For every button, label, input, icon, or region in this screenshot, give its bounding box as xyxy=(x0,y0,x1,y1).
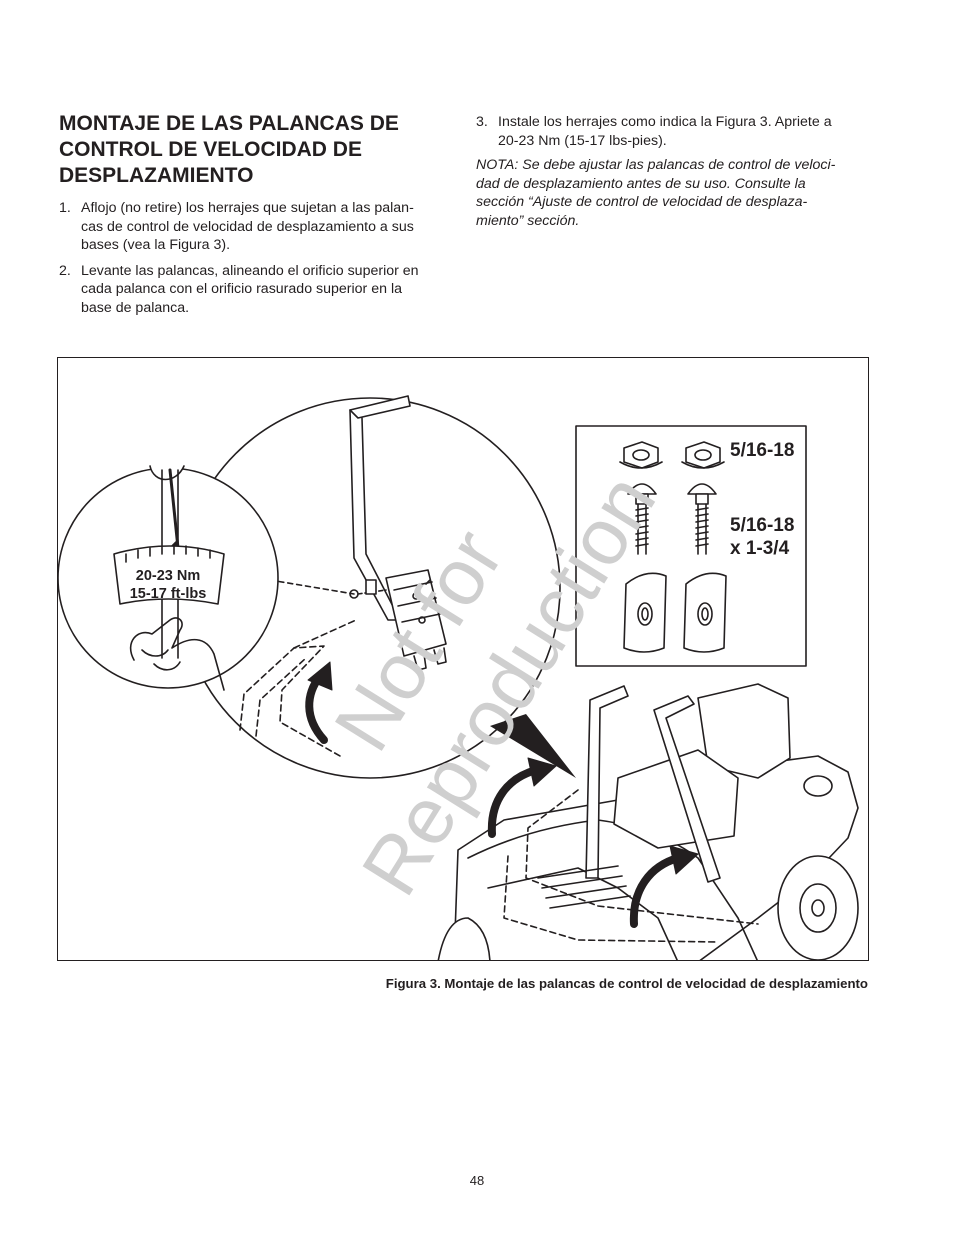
step-text-line: cas de control de velocidad de desplazam… xyxy=(81,218,414,235)
section-title-line: DESPLAZAMIENTO xyxy=(59,164,254,187)
note-line: NOTA: Se debe ajustar las palancas de co… xyxy=(476,157,836,173)
note-line: miento” sección. xyxy=(476,212,580,229)
flange-nut-icon xyxy=(681,441,725,469)
instruction-steps-continued: 3. Instale los herrajes como indica la F… xyxy=(476,113,876,157)
bolt-size-label: 5/16-18 xyxy=(730,515,794,536)
page-number: 48 xyxy=(469,1173,485,1188)
detail-pointer xyxy=(490,714,576,778)
step-number: 2. xyxy=(59,262,71,279)
step-1: 1. Aflojo (no retire) los herrajes que s… xyxy=(59,199,459,255)
figure-caption: Figura 3. Montaje de las palancas de con… xyxy=(385,976,868,991)
step-2: 2. Levante las palancas, alineando el or… xyxy=(59,262,459,318)
hardware-kit-panel xyxy=(575,425,807,667)
lever-spacer-icon xyxy=(623,572,667,653)
section-title-line: CONTROL DE VELOCIDAD DE xyxy=(59,138,362,161)
section-title-line: MONTAJE DE LAS PALANCAS DE xyxy=(59,112,399,135)
raise-lever-arrow-icon xyxy=(305,661,333,744)
torque-value-nm: 20-23 Nm xyxy=(136,568,200,584)
note-line: sección “Ajuste de control de velocidad … xyxy=(476,194,808,210)
step-text-line: Levante las palancas, alineando el orifi… xyxy=(81,262,419,279)
step-text-line: 20-23 Nm (15-17 lbs-pies). xyxy=(498,132,667,149)
step-number: 1. xyxy=(59,200,71,216)
note-line: dad de desplazamiento antes de su uso. C… xyxy=(476,175,806,192)
lever-detail-magnifier xyxy=(179,395,561,779)
carriage-bolt-icon xyxy=(627,483,657,555)
step-text-line: cada palanca con el orificio rasurado su… xyxy=(81,281,402,297)
instruction-steps: 1. Aflojo (no retire) los herrajes que s… xyxy=(59,199,459,324)
lever-spacer-icon xyxy=(683,572,727,653)
section-title: MONTAJE DE LAS PALANCAS DE CONTROL DE VE… xyxy=(59,111,439,189)
carriage-bolt-icon xyxy=(687,483,717,555)
step-text-line: bases (vea la Figura 3). xyxy=(81,237,231,253)
step-number: 3. xyxy=(476,114,488,130)
zero-turn-mower-drawing xyxy=(437,683,859,960)
step-text-line: Instale los herrajes como indica la Figu… xyxy=(498,114,832,130)
torque-value-ftlbs: 15-17 ft-lbs xyxy=(130,586,207,602)
bolt-length-label: x 1-3/4 xyxy=(730,538,790,559)
torque-wrench-detail xyxy=(58,465,279,691)
step-text-line: base de palanca. xyxy=(81,299,190,316)
flange-nut-icon xyxy=(619,441,663,469)
raise-lever-arrow-icon xyxy=(629,845,699,928)
figure-drawing: 20-23 Nm 15-17 ft-lbs 5/16-18 5/16-18 x … xyxy=(58,395,859,960)
raise-lever-arrow-icon xyxy=(487,757,557,838)
step-text-line: Aflojo (no retire) los herrajes que suje… xyxy=(81,200,414,216)
step-3: 3. Instale los herrajes como indica la F… xyxy=(476,113,876,150)
figure-3-illustration: 20-23 Nm 15-17 ft-lbs 5/16-18 5/16-18 x … xyxy=(57,357,869,961)
nut-size-label: 5/16-18 xyxy=(730,440,794,461)
note: NOTA: Se debe ajustar las palancas de co… xyxy=(476,156,876,230)
